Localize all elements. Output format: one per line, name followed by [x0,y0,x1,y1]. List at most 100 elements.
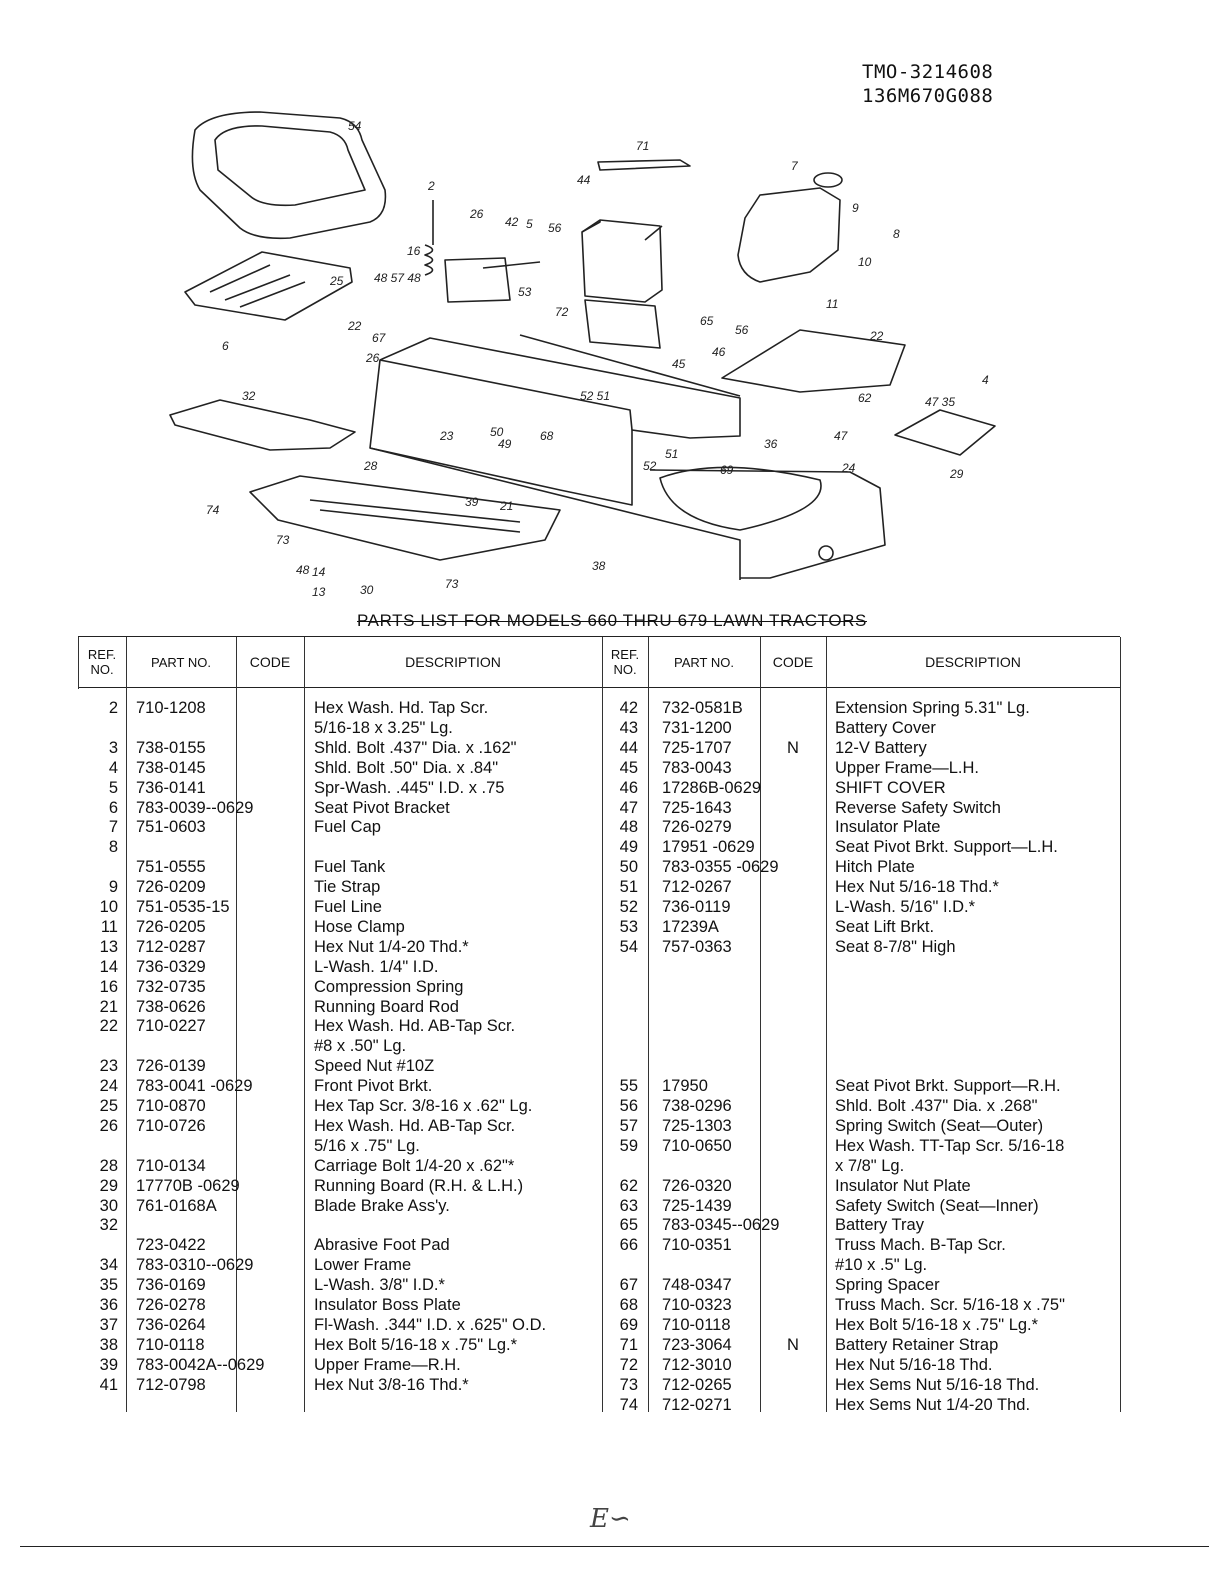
callout-label: 45 [672,357,686,371]
table-row: 38 710-0118 Hex Bolt 5/16-18 x .75" Lg.* [78,1335,1120,1355]
ref-cell: 65 [619,1216,638,1235]
part-number-cell: 712-0265 [662,1375,732,1394]
callout-label: 54 [348,119,362,133]
description-cell: Insulator Boss Plate [314,1296,461,1314]
description-cell: Hose Clamp [314,917,405,936]
header-description-left: DESCRIPTION [304,637,602,688]
description-cell: Blade Brake Ass'y. [314,1196,450,1215]
part-number-cell: 726-0209 [136,878,206,897]
description-cell: 12-V Battery [835,738,927,757]
ref-cell: 29 [99,1176,118,1195]
description-cell: Battery Cover [835,718,936,737]
description-cell: Shld. Bolt .50" Dia. x .84" [314,758,499,777]
description-cell: L-Wash. 3/8" I.D.* [314,1276,445,1295]
ref-cell: 53 [619,917,638,936]
ref-cell: 4 [108,758,118,777]
ref-cell: 38 [99,1335,118,1354]
callout-label: 13 [312,585,326,599]
table-row: #8 x .50" Lg. [78,1036,1120,1056]
description-cell: Fuel Line [314,898,382,916]
document-id-block: TMO-3214608 136M670G088 [862,60,993,108]
handwritten-mark: E∽ [590,1504,631,1534]
ref-cell: 26 [99,1116,118,1135]
ref-cell: 10 [99,898,118,916]
description-cell: Insulator Plate [835,818,941,837]
part-number-cell: 725-1643 [662,798,732,817]
seat-drawing [191,111,387,240]
ref-cell: 59 [619,1136,638,1155]
callout-label: 6 [222,339,229,353]
description-cell: Running Board Rod [314,997,459,1016]
part-number-cell: 710-0323 [662,1296,732,1314]
part-number-cell: 736-0264 [136,1315,206,1334]
bottom-rule [20,1546,1209,1547]
callout-label: 25 [329,274,344,288]
ref-cell: 62 [619,1176,638,1195]
parts-table: REF. NO. PART NO. CODE DESCRIPTION REF. … [78,636,1121,1414]
callout-label: 51 [665,447,678,461]
exploded-parts-diagram: 54 2 16 26 42 5 56 71 44 65 45 7 9 8 10 … [169,111,996,599]
ref-cell: 34 [99,1256,118,1275]
description-cell: Upper Frame—L.H. [835,758,979,777]
description-cell: Upper Frame—R.H. [314,1355,461,1374]
part-number-cell: 725-1439 [662,1196,732,1215]
description-cell: Hex Wash. Hd. Tap Scr. [314,699,489,717]
description-cell: Speed Nut #10Z [314,1057,435,1076]
part-number-cell: 17951 -0629 [662,838,755,857]
part-number-cell: 726-0320 [662,1176,732,1195]
part-number-cell: 710-0118 [136,1335,205,1354]
callout-label: 11 [826,297,838,311]
running-board-drawing [249,475,561,561]
ref-cell: 16 [99,977,118,996]
ref-cell: 55 [619,1077,638,1096]
callout-label: 14 [312,565,326,579]
description-cell: Tie Strap [314,878,381,897]
document-id-1: TMO-3214608 [862,61,994,83]
description-cell: Fuel Cap [314,818,381,837]
ref-cell: 39 [99,1355,118,1374]
seat-bracket-drawing [184,251,353,321]
callout-label: 42 [505,215,519,229]
ref-cell: 7 [108,818,118,837]
callout-label: 26 [469,207,484,221]
description-cell: Battery Tray [835,1216,924,1235]
ref-cell: 42 [619,699,638,717]
part-number-cell: 751-0535-15 [136,898,230,916]
ref-cell: 66 [619,1236,638,1255]
part-number-cell: 710-0726 [136,1116,206,1135]
callout-label: 9 [852,201,859,215]
callout-label: 36 [764,437,778,451]
ref-cell: 51 [619,878,638,897]
part-number-cell: 712-0271 [662,1395,732,1414]
ref-cell: 63 [619,1196,638,1215]
ref-cell: 56 [619,1097,638,1115]
callout-label: 26 [365,351,380,365]
part-number-cell: 736-0329 [136,957,206,976]
description-cell: Truss Mach. Scr. 5/16-18 x .75" [835,1296,1065,1314]
part-number-cell: 723-3064 [662,1335,732,1354]
part-number-cell: 725-1303 [662,1116,732,1135]
description-cell: L-Wash. 5/16" I.D.* [835,898,976,916]
table-row [78,1036,1120,1056]
header-code-left: CODE [236,637,304,688]
ref-cell: 13 [99,937,118,956]
description-cell: Spr-Wash. .445" I.D. x .75 [314,778,505,797]
description-cell: Hex Nut 5/16-18 Thd.* [835,878,999,897]
description-cell: Hex Bolt 5/16-18 x .75" Lg.* [314,1335,518,1354]
